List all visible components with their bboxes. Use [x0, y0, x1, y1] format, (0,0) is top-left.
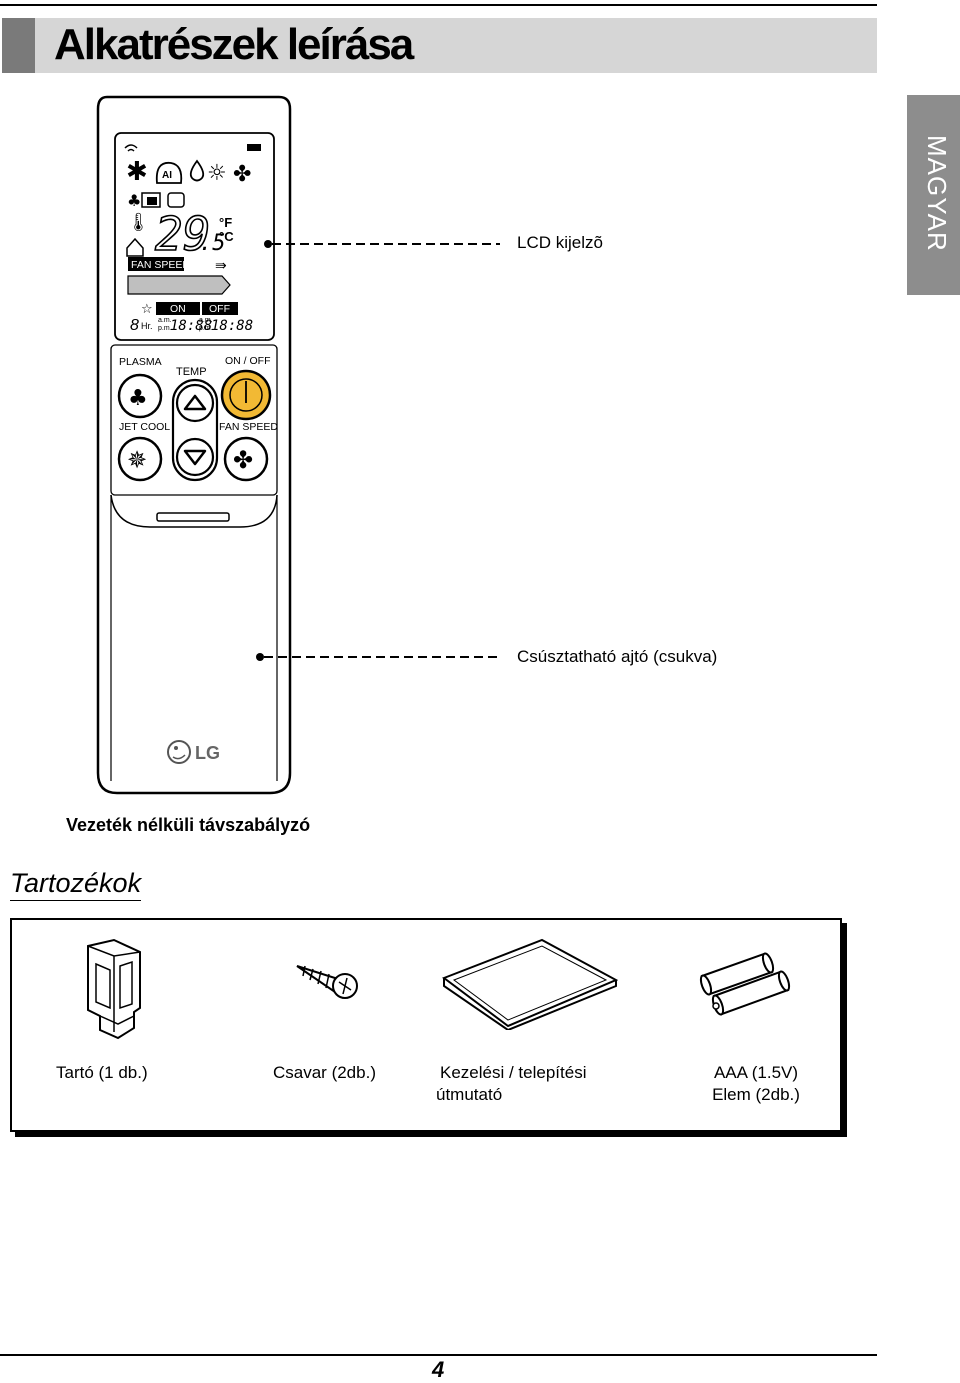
timer-on-label: ON: [170, 303, 186, 315]
plasma-button-label: PLASMA: [119, 356, 162, 368]
fan-level-bar: [127, 275, 231, 295]
title-bar-marker: [2, 18, 35, 73]
door-latch: [156, 512, 230, 522]
heat-mode-icon: ☼: [207, 161, 227, 186]
door-top-edge: [110, 494, 278, 528]
accessory-item-screw: Csavar (2db.): [273, 1062, 376, 1084]
timer-on-box: [156, 302, 200, 315]
brand-logo-text: LG: [195, 743, 220, 763]
page-title: Alkatrészek leírása: [54, 20, 414, 69]
bottom-rule: [0, 1354, 877, 1356]
accessory-label: Csavar (2db.): [273, 1063, 376, 1082]
accessories-box: Tartó (1 db.) Csavar (2db.) Kezelési / t…: [10, 918, 842, 1132]
accessory-label: útmutató: [436, 1085, 503, 1104]
room-temp-icon: 🌡: [127, 212, 150, 233]
lcd-display-callout: LCD kijelzõ: [517, 233, 603, 252]
fan-speed-button-label: FAN SPEED: [219, 421, 278, 433]
manual-icon: [442, 938, 618, 1030]
unit-fahrenheit: °F: [219, 215, 232, 230]
swing-arrow-icon: ⇛: [215, 258, 227, 274]
temperature-decimal: .5: [199, 231, 226, 256]
door-callout-dot: [256, 653, 264, 661]
fan-speed-button: [223, 436, 269, 482]
holder-icon: [87, 938, 141, 1040]
page-number: 4: [432, 1357, 445, 1382]
sleep-icon: ☆: [141, 302, 153, 317]
sleep-hours-digit: 8: [130, 317, 139, 334]
accessory-item-batteries: AAA (1.5V) Elem (2db.): [706, 1062, 806, 1106]
accessory-label: AAA (1.5V): [713, 1063, 799, 1082]
accessory-item-holder: Tartó (1 db.): [56, 1062, 148, 1084]
dry-mode-icon: [189, 159, 205, 182]
temperature-value: 29: [155, 207, 210, 261]
signal-icon: [124, 144, 138, 152]
jet-cool-button: [117, 436, 163, 482]
accessory-label: Elem (2db.): [712, 1085, 800, 1104]
top-rule: [0, 4, 877, 6]
timer-off-label: OFF: [209, 303, 230, 315]
off-time-value: 18:88: [211, 318, 253, 334]
language-label: MAGYAR: [922, 135, 952, 252]
on-off-button-label: ON / OFF: [225, 355, 271, 367]
callout-leaders: [256, 240, 500, 661]
accessory-label: Tartó (1 db.): [56, 1063, 148, 1082]
remote-control-illustration: ✱ AI ☼ ✤ ♣ 🌡 29 .5 °F °C FAN SPEED ⇛ ☆ O…: [96, 95, 292, 795]
batteries-icon: [699, 952, 791, 1016]
swing-lcd-icon: [141, 192, 161, 208]
lg-logo-icon: [167, 740, 191, 764]
fan-mode-icon: ✤: [233, 162, 251, 187]
house-temp-icon: [126, 237, 144, 257]
temp-up-button: [175, 383, 215, 423]
plasma-lcd-icon: ♣: [127, 191, 141, 210]
jet-cool-button-label: JET COOL: [119, 421, 170, 433]
ai-label: AI: [162, 170, 172, 181]
ai-mode-icon: [155, 161, 183, 184]
pm-label: p.m.: [199, 325, 213, 332]
battery-icon: [247, 144, 261, 151]
plasma-button: [117, 373, 163, 419]
accessories-title: Tartozékok: [10, 868, 142, 901]
pm-label: p.m.: [158, 325, 172, 332]
on-time-value: 18:88: [170, 318, 212, 334]
title-bar: Alkatrészek leírása: [2, 18, 877, 73]
lcd-callout-dot: [264, 240, 272, 248]
am-label: a.m.: [158, 317, 172, 324]
sliding-door-callout: Csúsztatható ajtó (csukva): [517, 647, 718, 666]
language-side-tab: MAGYAR: [907, 95, 960, 295]
cool-mode-icon: ✱: [126, 157, 148, 187]
fan-speed-lcd-box: [128, 257, 184, 271]
screw-icon: [296, 965, 358, 999]
fan-icon: ✤: [233, 446, 253, 474]
up-arrow-icon: [183, 394, 207, 411]
fan-speed-lcd-label: FAN SPEED: [131, 259, 190, 271]
hours-label: Hr.: [141, 321, 153, 331]
unit-celsius: °C: [219, 229, 234, 244]
am-label: a.m.: [199, 317, 213, 324]
plasma-icon: ♣: [128, 386, 148, 411]
accessory-label: Kezelési / telepítési: [440, 1063, 587, 1082]
accessory-item-manual: Kezelési / telepítési útmutató: [436, 1062, 586, 1106]
temp-down-button: [175, 437, 215, 477]
remote-caption: Vezeték nélküli távszabályzó: [66, 815, 311, 835]
timer-off-box: [202, 302, 238, 315]
temp-button-label: TEMP: [176, 366, 207, 378]
filter-lcd-icon: [167, 192, 185, 208]
down-arrow-icon: [183, 449, 207, 466]
jet-cool-icon: ✵: [127, 446, 147, 474]
